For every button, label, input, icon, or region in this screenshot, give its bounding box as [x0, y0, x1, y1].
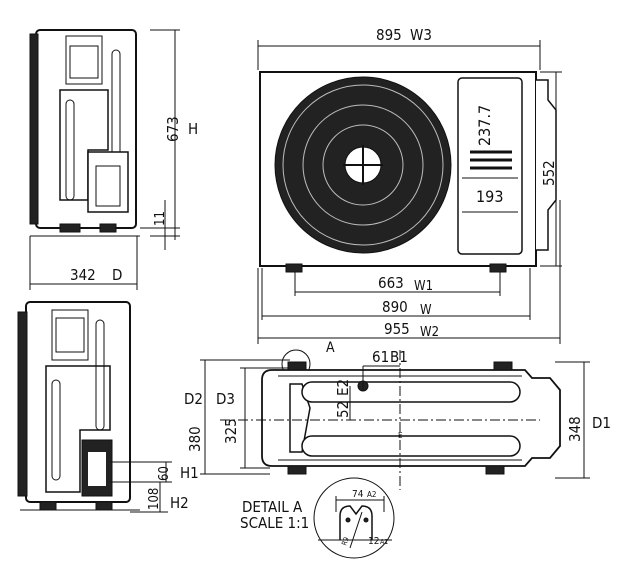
b1-label: B1 [390, 348, 408, 366]
fan-blades [282, 84, 444, 246]
d3-value: 325 [222, 418, 240, 444]
e2-label: E2 [334, 379, 352, 396]
d1-value: 348 [566, 416, 584, 442]
e2-value: 52 [334, 401, 352, 418]
w-value: 890 [382, 298, 408, 316]
h2-label: H2 [170, 494, 189, 512]
side-foot-value: 11 [153, 211, 168, 226]
d2-label: D2 [184, 390, 203, 408]
detail-title: DETAIL A [242, 498, 303, 516]
panel-height-value: 237.7 [475, 105, 494, 146]
detail-a: DETAIL A SCALE 1:1 74 A2 R9 12 A1 [240, 477, 395, 559]
top-view: A D2 380 D3 325 61 B1 52 E2 E 348 D1 [184, 340, 611, 490]
d1-label: D1 [592, 414, 611, 432]
h1-label: H1 [180, 464, 199, 482]
side-view: 673 H 11 342 D [29, 29, 198, 290]
radius-value: R9 [340, 536, 350, 547]
front-height-value: 552 [540, 160, 558, 186]
side-height-label: H [188, 120, 198, 138]
center-mark: E [398, 431, 403, 440]
w-label: W [420, 303, 432, 318]
w2-value: 955 [384, 320, 410, 338]
a2-label: A2 [367, 490, 377, 499]
d3-label: D3 [216, 390, 235, 408]
a1-label: A1 [380, 538, 388, 546]
d2-value: 380 [186, 426, 204, 452]
front-top-value: 895 [376, 26, 402, 44]
side-depth-value: 342 [70, 266, 96, 284]
w1-value: 663 [378, 274, 404, 292]
a1-value: 12 [368, 536, 379, 547]
detail-scale: SCALE 1:1 [240, 514, 309, 532]
side-depth-label: D [112, 266, 122, 284]
h2-value: 108 [147, 488, 162, 510]
front-top-label: W3 [410, 26, 432, 44]
detail-marker: A [326, 340, 335, 356]
rear-view: 60 H1 108 H2 [17, 301, 199, 513]
w1-label: W1 [414, 279, 433, 294]
h1-value: 60 [157, 466, 172, 481]
b1-value: 61 [372, 348, 389, 366]
side-height-value: 673 [164, 116, 182, 142]
w2-label: W2 [420, 325, 439, 340]
front-view: 895 W3 237.7 193 552 663 W1 890 W 955 [257, 26, 562, 344]
panel-width-value: 193 [476, 187, 503, 206]
a2-value: 74 [352, 489, 364, 500]
